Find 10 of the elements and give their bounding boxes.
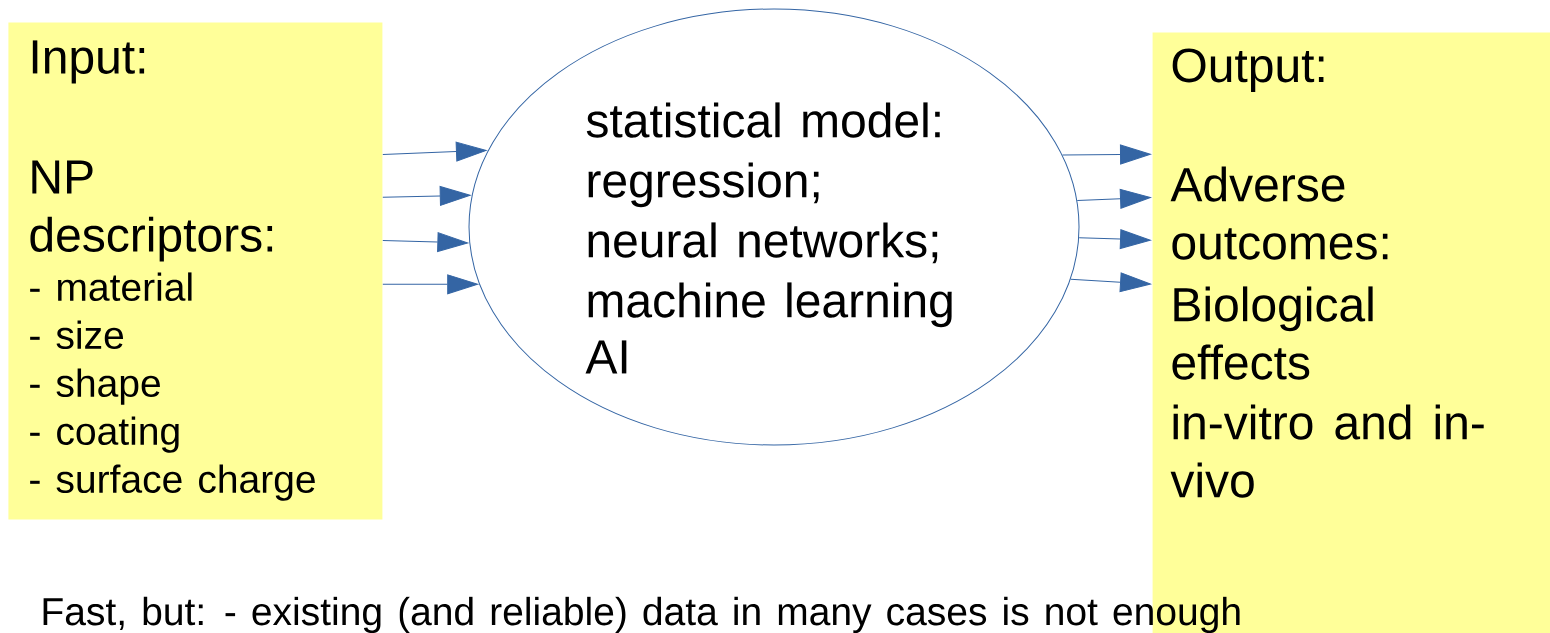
arrow [1062, 144, 1151, 165]
arrow [382, 141, 487, 162]
input-box: Input: NP descriptors: - material - size - shape - coating - surface charge [8, 22, 383, 520]
arrow [1076, 188, 1151, 209]
arrow [382, 232, 469, 253]
arrow [1078, 229, 1151, 250]
arrow [1070, 272, 1151, 293]
note-text: Fast, but: - existing (and reliable) data in many cases is not enough [43, 596, 1240, 633]
arrow [382, 274, 479, 295]
arrow [382, 186, 471, 206]
